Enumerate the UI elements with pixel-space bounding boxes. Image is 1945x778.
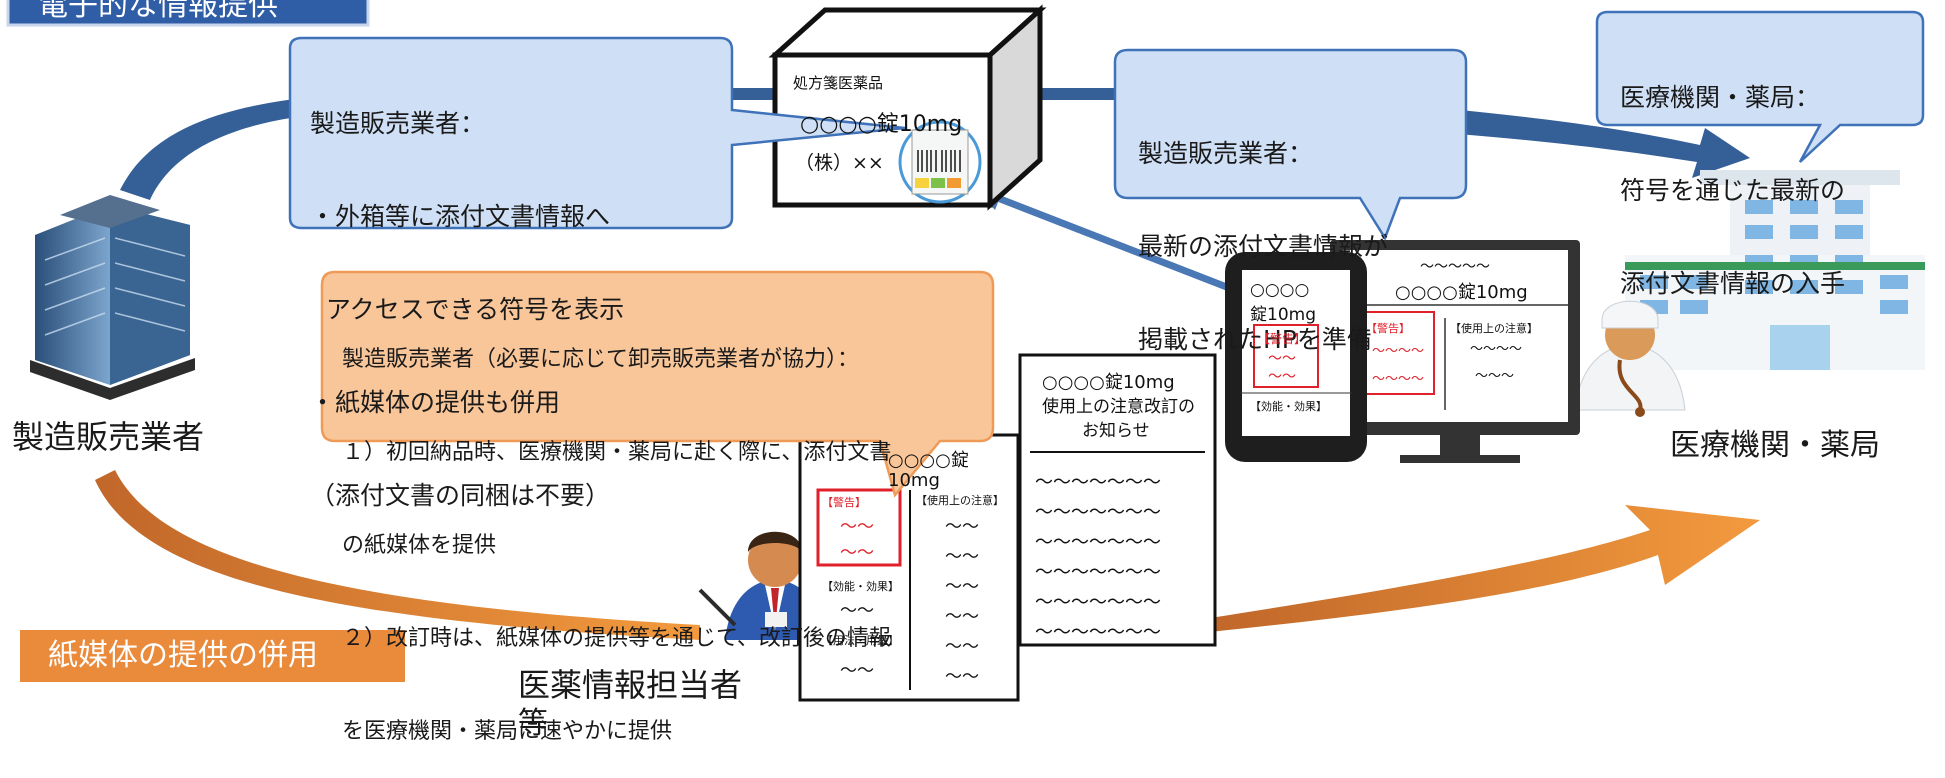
phone-efficacy: 【効能・効果】 (1250, 400, 1327, 413)
monitor-warning: 【警告】 (1366, 322, 1410, 335)
mr-label-line1: 医薬情報担当者 (518, 666, 743, 704)
insert-col2-tilde: ～～ (945, 547, 979, 567)
notice-row: ～～～～～～～ (1035, 562, 1161, 583)
notice-row: ～～～～～～～ (1035, 472, 1161, 493)
notice-row: ～～～～～～～ (1035, 592, 1161, 613)
bubble-orange-text: 製造販売業者（必要に応じて卸売販売業者が協力）： １）初回納品時、医療機関・薬局… (342, 347, 892, 744)
phone-warning: 【警告】 (1258, 332, 1307, 346)
notice-title-1: ○○○○錠10mg (1042, 372, 1175, 393)
monitor-tilde-c: ～～～～ (1470, 342, 1523, 357)
manufacturer-label: 製造販売業者 (12, 418, 205, 456)
insert-warning-tilde-b: ～～ (840, 543, 874, 563)
medical-label: 医療機関・薬局 (1670, 428, 1880, 463)
insert-col2-tilde: ～～ (945, 607, 979, 627)
insert-col2-tilde: ～～ (945, 667, 979, 687)
insert-precautions: 【使用上の注意】 (916, 494, 1004, 507)
building-icon (30, 195, 195, 400)
notice-row: ～～～～～～～ (1035, 532, 1161, 553)
notice-document (1018, 353, 1217, 647)
insert-warning: 【警告】 (822, 496, 866, 509)
monitor-tilde-d: ～～～ (1475, 369, 1515, 384)
banner-paper-bg (20, 630, 405, 682)
hospital-icon (1625, 170, 1925, 370)
monitor-tilde-b: ～～～～ (1372, 372, 1425, 387)
monitor-header: ～～～～～ (1420, 259, 1490, 275)
diagram-canvas (6, 0, 1925, 702)
bubble-medical-text: 医療機関・薬局： 符号を通じた最新の 添付文書情報の入手 (1620, 83, 1846, 298)
phone-product-1: ○○○○ (1250, 280, 1310, 300)
insert-efficacy: 【効能・効果】 (822, 580, 899, 593)
notice-row: ～～～～～～～ (1035, 622, 1161, 643)
insert-dosage-tilde: ～～ (840, 661, 874, 681)
insert-title: ○○○○錠 (888, 450, 969, 471)
insert-efficacy-tilde: ～～ (840, 601, 874, 621)
monitor-icon (1330, 240, 1580, 463)
banner-electronic: 電子的な情報提供 (38, 0, 278, 23)
blue-arrow-phone-package (988, 191, 1262, 304)
blue-connector-right (1035, 88, 1115, 100)
notice-title-2: 使用上の注意改訂の (1042, 397, 1195, 417)
package-company: （株）×× (795, 152, 884, 174)
doctor-icon (1574, 300, 1686, 417)
bubble-manufacturer-box-shape (288, 36, 906, 230)
insert-title-2: 10mg (888, 470, 940, 491)
insert-warning-tilde-a: ～～ (840, 517, 874, 537)
monitor-precautions: 【使用上の注意】 (1450, 322, 1538, 335)
bubble-manufacturer-box-text: 製造販売業者： ・外箱等に添付文書情報へ アクセスできる符号を表示 ・紙媒体の提… (310, 109, 625, 510)
insert-dosage: 【用法・用量】 (822, 634, 899, 647)
package-category: 処方箋医薬品 (793, 74, 884, 92)
notice-row: ～～～～～～～ (1035, 502, 1161, 523)
orange-arrow-right (1210, 505, 1760, 632)
insert-col2-tilde: ～～ (945, 637, 979, 657)
banner-paper: 紙媒体の提供の併用 (48, 638, 318, 673)
bubble-medical-shape (1595, 10, 1925, 163)
blue-arrow-right (1458, 110, 1750, 178)
insert-col2-tilde: ～～ (945, 577, 979, 597)
insert-col2-tilde: ～～ (945, 517, 979, 537)
bubble-hp-text: 製造販売業者： 最新の添付文書情報が 掲載されたHPを準備 (1138, 139, 1389, 354)
monitor-tilde-a: ～～～～ (1372, 344, 1425, 359)
phone-tilde-b: ～～ (1268, 369, 1296, 385)
phone-tilde-a: ～～ (1268, 351, 1296, 367)
orange-arc-left (95, 470, 700, 640)
notice-title-3: お知らせ (1082, 421, 1150, 441)
banner-electronic-bg (6, 0, 370, 27)
monitor-product: ○○○○錠10mg (1395, 282, 1528, 303)
bubble-orange-shape (320, 270, 995, 498)
package-product: ○○○○錠10mg (800, 112, 963, 137)
phone-product-2: 錠10mg (1250, 305, 1316, 325)
smartphone-icon (1225, 252, 1367, 462)
bubble-hp-shape (1113, 48, 1468, 241)
